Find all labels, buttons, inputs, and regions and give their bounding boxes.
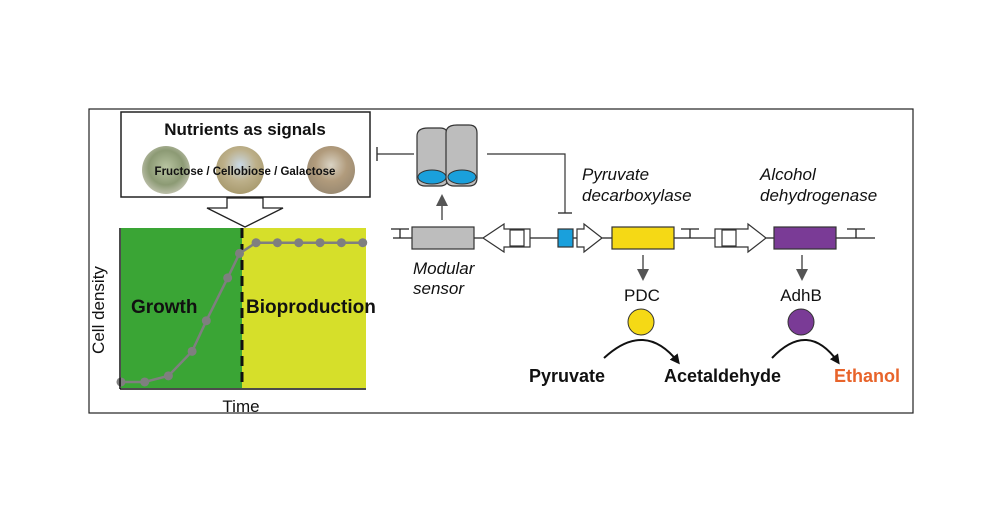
sugar-list: Fructose / Cellobiose / Galactose: [155, 166, 336, 178]
sugar-cellobiose: Cellobiose: [213, 166, 271, 178]
growth-curve-point: [140, 377, 150, 387]
growth-curve-point: [187, 346, 197, 356]
figure-frame: [88, 108, 914, 414]
promoter-repression-line: [487, 153, 566, 213]
terminator-2: [681, 228, 699, 238]
sugar-separator-1: /: [203, 166, 213, 178]
pdc-gene-label: Pyruvate decarboxylase: [582, 165, 692, 205]
growth-curve-point: [315, 238, 325, 248]
pdc-reaction-arrow: [603, 339, 680, 365]
genetic-circuit: [391, 222, 875, 254]
growth-label: Growth: [131, 297, 198, 318]
sensor-operator-site: [557, 228, 574, 248]
modular-sensor-line-2: sensor: [413, 279, 465, 298]
terminator-3: [847, 228, 865, 238]
adh-insulator: [721, 229, 737, 247]
acetaldehyde-label: Acetaldehyde: [664, 366, 781, 386]
y-axis-label: Cell density: [89, 266, 108, 354]
modular-sensor-label: Modular sensor: [413, 259, 479, 298]
growth-curve-point: [272, 238, 282, 248]
growth-curve-point: [294, 238, 304, 248]
pdc-gene-line-1: Pyruvate: [582, 165, 649, 184]
nutrients-title: Nutrients as signals: [164, 120, 326, 139]
terminator-1: [391, 228, 409, 238]
growth-curve-point: [163, 371, 173, 381]
pdc-enzyme: [627, 308, 655, 336]
sensor-protein-domain-left: [417, 169, 447, 185]
sugar-fructose: Fructose: [155, 166, 204, 178]
adh-gene: [773, 226, 837, 250]
growth-plot: Cell density Time Growth Bioproduction: [89, 228, 376, 416]
modular-sensor-gene: [411, 226, 475, 250]
fructose-image: [142, 146, 190, 194]
x-axis-label: Time: [222, 397, 259, 416]
growth-curve-point: [336, 238, 346, 248]
growth-curve-point: [223, 273, 233, 283]
adh-gene-line-1: Alcohol: [759, 165, 817, 184]
bioproduction-phase-region: [242, 228, 366, 388]
modular-sensor-line-1: Modular: [413, 259, 476, 278]
growth-curve: [116, 238, 368, 387]
adh-gene-line-2: dehydrogenase: [760, 186, 877, 205]
sugar-separator-2: /: [271, 166, 281, 178]
pdc-gene-line-2: decarboxylase: [582, 186, 692, 205]
nutrients-panel: Nutrients as signals Fructose / Cellobio…: [120, 111, 371, 198]
growth-curve-point: [251, 238, 261, 248]
pdc-gene: [611, 226, 675, 250]
growth-curve-point: [116, 377, 126, 387]
adh-gene-label: Alcohol dehydrogenase: [759, 165, 877, 205]
bioproduction-label: Bioproduction: [246, 297, 376, 318]
cellobiose-image: [216, 146, 264, 194]
adh-reaction-arrow: [771, 339, 840, 365]
growth-curve-point: [235, 248, 244, 258]
growth-curve-point: [358, 238, 368, 248]
galactose-image: [307, 146, 355, 194]
sensor-protein: [416, 124, 478, 187]
ethanol-label: Ethanol: [834, 366, 900, 386]
growth-curve-point: [201, 316, 211, 326]
adh-enzyme: [787, 308, 815, 336]
pdc-enzyme-label: PDC: [624, 286, 660, 305]
adh-enzyme-label: AdhB: [780, 286, 822, 305]
sugar-galactose: Galactose: [280, 166, 335, 178]
forward-promoter: [576, 222, 603, 254]
signal-down-arrow: [206, 197, 284, 228]
reverse-insulator: [509, 229, 525, 247]
sensor-protein-domain-right: [447, 169, 477, 185]
pyruvate-label: Pyruvate: [529, 366, 605, 386]
